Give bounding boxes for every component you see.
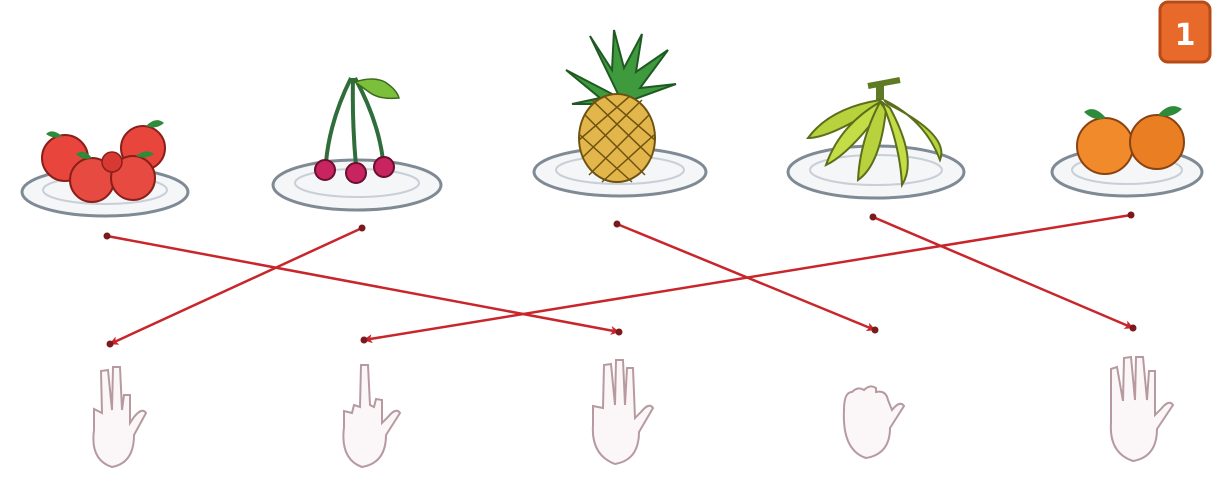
- plate-apples: [20, 120, 190, 218]
- answer-arrows: [103, 211, 1137, 348]
- orange-icon: [1076, 109, 1134, 175]
- arrow-start-dot: [1127, 211, 1135, 219]
- pineapple-icon: [565, 29, 677, 183]
- arrow-start-dot: [613, 220, 621, 228]
- apple-icon: [101, 151, 123, 173]
- apple-icon: [110, 151, 156, 201]
- arrow-bananas: [872, 215, 1134, 330]
- arrow-end-dot: [360, 336, 368, 344]
- arrow-end-dot: [1129, 324, 1137, 332]
- hand-two-fingers-icon: [92, 366, 148, 469]
- arrow-cherries: [109, 226, 363, 346]
- arrow-end-dot: [871, 326, 879, 334]
- page-number-badge: 1: [1158, 0, 1212, 64]
- plate-cherries: [271, 77, 443, 212]
- orange-icon: [1129, 106, 1185, 170]
- arrow-start-dot: [358, 224, 366, 232]
- banana-bunch-icon: [806, 77, 943, 189]
- plate-pineapple: [532, 29, 708, 198]
- hand-one-finger-icon: [342, 364, 402, 469]
- hand-fist-icon: [842, 385, 906, 460]
- cherry-icon: [314, 77, 400, 184]
- arrow-end-dot: [615, 328, 623, 336]
- arrow-start-dot: [869, 213, 877, 221]
- plate-oranges: [1050, 106, 1204, 198]
- arrow-end-dot: [106, 340, 114, 348]
- arrow-apples: [106, 234, 620, 335]
- hand-five-fingers-icon: [1109, 355, 1175, 463]
- page-number: 1: [1175, 18, 1196, 53]
- arrow-start-dot: [103, 232, 111, 240]
- arrow-oranges: [363, 213, 1132, 344]
- plate-bananas: [786, 77, 966, 200]
- hand-three-fingers-icon: [591, 359, 655, 466]
